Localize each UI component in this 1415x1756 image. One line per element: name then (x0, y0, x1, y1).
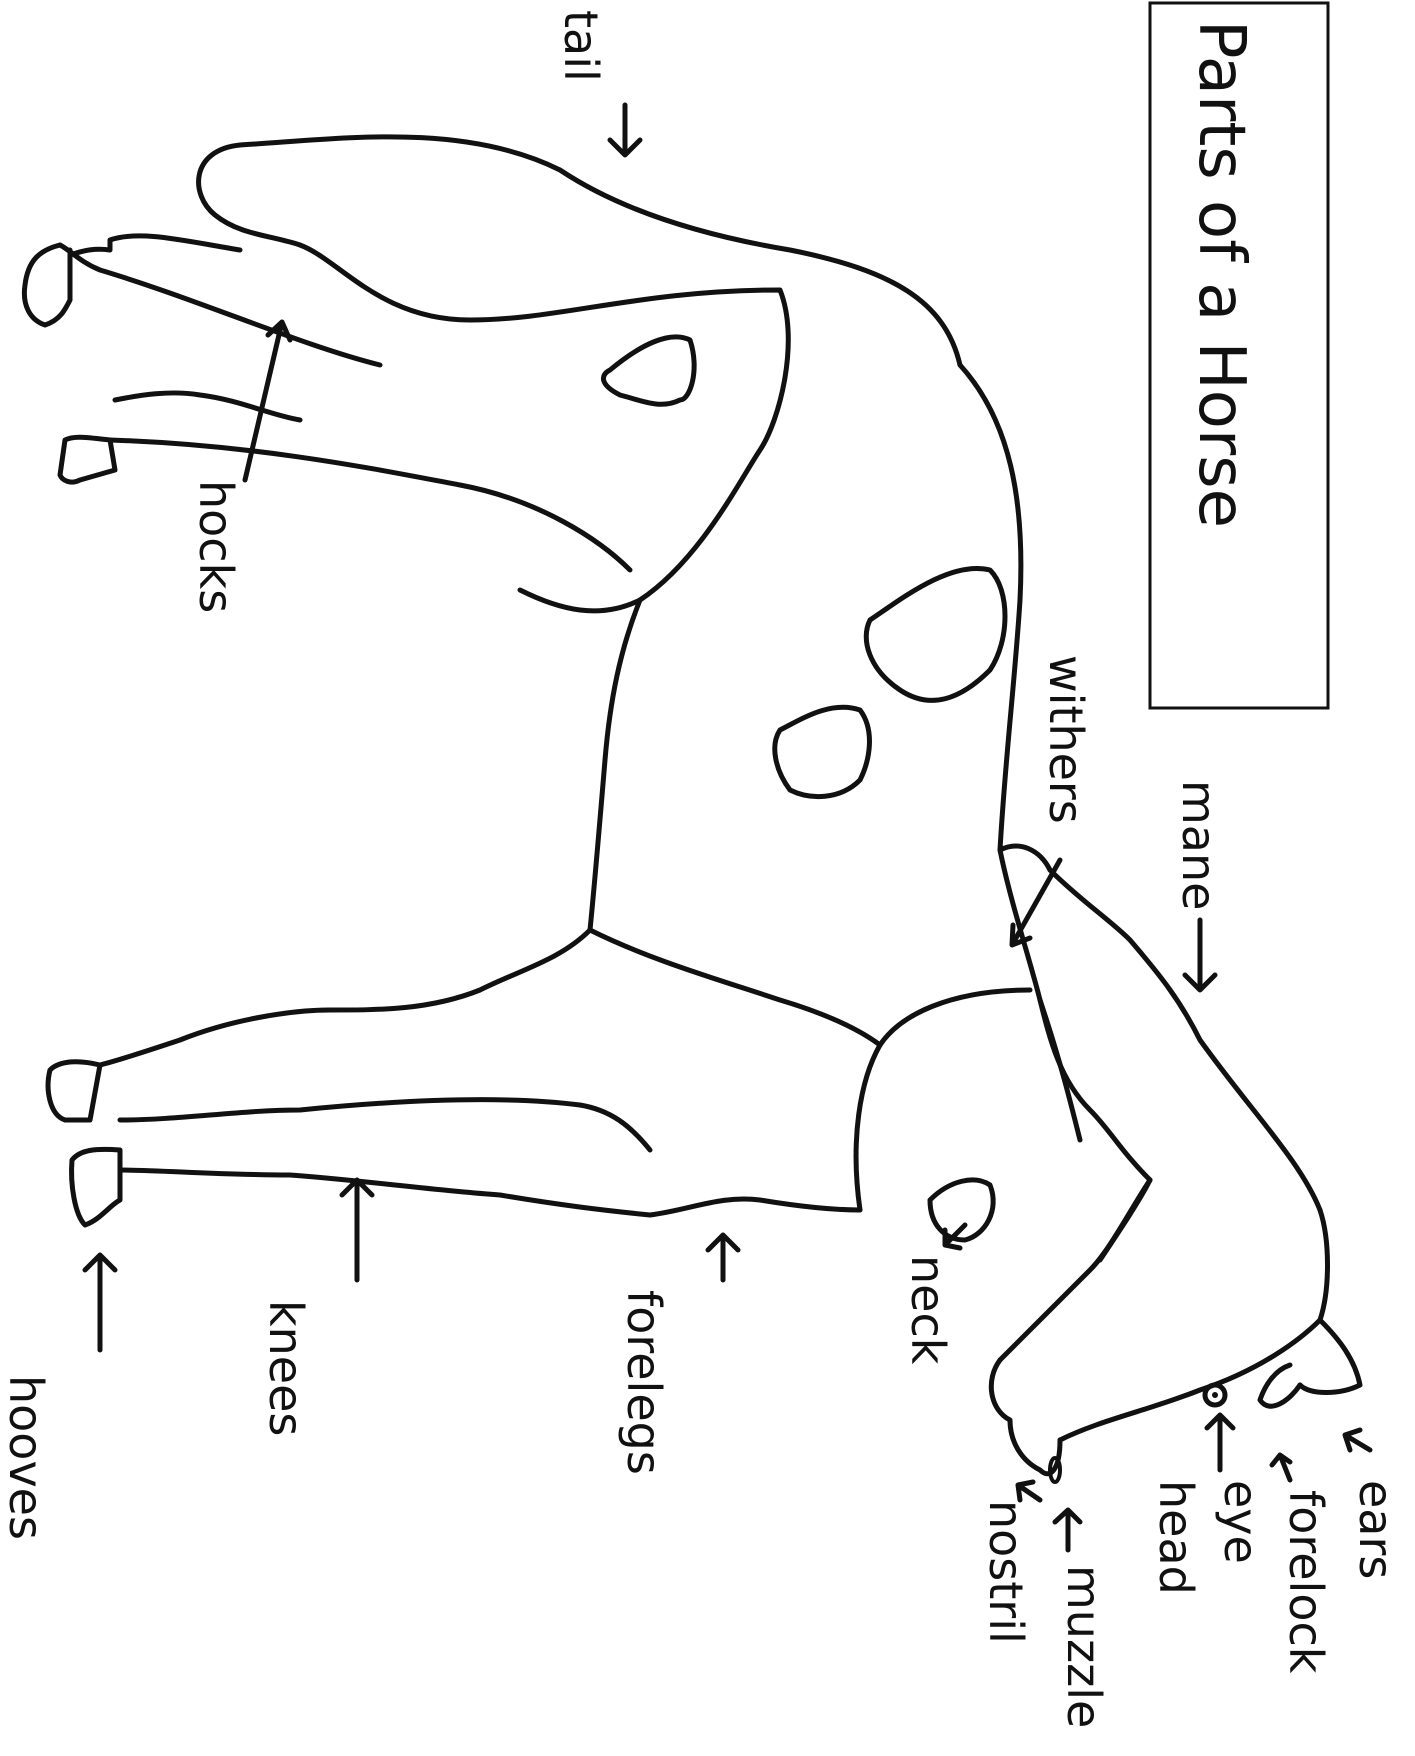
hind-leg-front (110, 440, 630, 570)
horse-neck-crest (1050, 870, 1320, 1210)
spot-1 (603, 337, 694, 404)
label-forelegs: forelegs (617, 1290, 671, 1475)
label-ears: ears (1349, 1480, 1403, 1579)
label-withers: withers (1039, 655, 1093, 824)
hind-hoof-2-top (115, 393, 300, 420)
horse-back (960, 365, 1021, 850)
horse-outline (24, 137, 1360, 1482)
label-knees: knees (259, 1300, 313, 1436)
title-box: Parts of a Horse (1150, 3, 1328, 708)
spot-3 (775, 707, 870, 796)
horse-eye-pupil (1212, 1392, 1218, 1398)
label-tail: tail (554, 10, 608, 82)
arrow-forelock (1272, 1455, 1290, 1480)
arrow-eye (1207, 1415, 1233, 1470)
foreleg-back (100, 930, 590, 1065)
arrow-nostril (1018, 1482, 1040, 1500)
horse-head-under (1000, 1180, 1150, 1360)
label-neck: neck (901, 1255, 955, 1365)
horse-belly (590, 600, 640, 930)
foreleg-inner (120, 1100, 650, 1150)
horse-muzzle (991, 1360, 1060, 1474)
arrow-tail (610, 105, 640, 155)
withers-bump (1000, 846, 1050, 870)
label-mane: mane (1172, 780, 1226, 910)
fore-hoof-2 (72, 1149, 120, 1225)
horse-neck-under (1040, 1000, 1150, 1180)
hind-leg-inner (520, 590, 640, 611)
label-eye: eye (1214, 1480, 1268, 1564)
arrow-muzzle (1055, 1510, 1080, 1550)
arrow-hooves (85, 1255, 115, 1350)
arrow-mane (1185, 920, 1215, 990)
label-muzzle: muzzle (1057, 1565, 1111, 1728)
foreleg-front (120, 1170, 860, 1215)
fore-hoof-1 (48, 1062, 100, 1120)
hind-hoof-1 (24, 245, 70, 325)
label-forelock: forelock (1279, 1490, 1333, 1674)
arrow-withers (1012, 860, 1060, 945)
label-hooves: hooves (0, 1375, 53, 1540)
chest-front (856, 1045, 880, 1210)
horse-ear-2 (1260, 1365, 1300, 1406)
arrow-forelegs (708, 1235, 738, 1280)
spot-2 (866, 568, 1005, 700)
chest-patch (880, 990, 1030, 1045)
label-head: head (1149, 1480, 1203, 1595)
hind-hoof-1-top (70, 236, 240, 255)
label-nostril: nostril (979, 1500, 1033, 1644)
arrow-ears (1345, 1430, 1370, 1450)
page-title: Parts of a Horse (1184, 20, 1258, 528)
horse-rump-line (300, 245, 788, 600)
head-neck-line (1100, 1180, 1150, 1260)
shoulder-patch-line (590, 930, 880, 1045)
label-hocks: hocks (189, 480, 243, 613)
hind-hoof-2 (60, 437, 115, 482)
horse-head-top (1060, 1210, 1328, 1440)
arrow-knees (342, 1180, 372, 1280)
